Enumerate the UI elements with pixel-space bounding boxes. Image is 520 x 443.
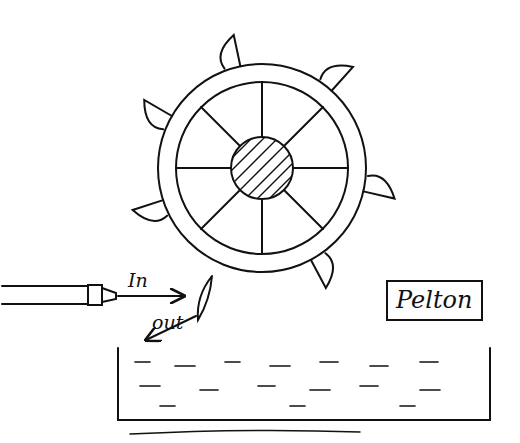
inflow-label: In — [128, 270, 148, 291]
outflow-label: out — [152, 312, 183, 333]
jet-in-arrow — [118, 295, 184, 297]
title-box: Pelton — [386, 280, 483, 321]
spokes — [176, 82, 348, 254]
tank — [118, 348, 490, 420]
underline-stroke — [130, 430, 360, 434]
water-surface — [135, 362, 440, 406]
title-text: Pelton — [396, 286, 473, 315]
nozzle-pipe — [2, 285, 116, 305]
hub — [231, 137, 293, 199]
wheel-rim — [158, 64, 366, 272]
striking-bucket — [198, 276, 212, 320]
wheel-inner-rim — [176, 82, 348, 254]
hub-hatching — [220, 130, 306, 206]
buckets — [133, 35, 399, 288]
